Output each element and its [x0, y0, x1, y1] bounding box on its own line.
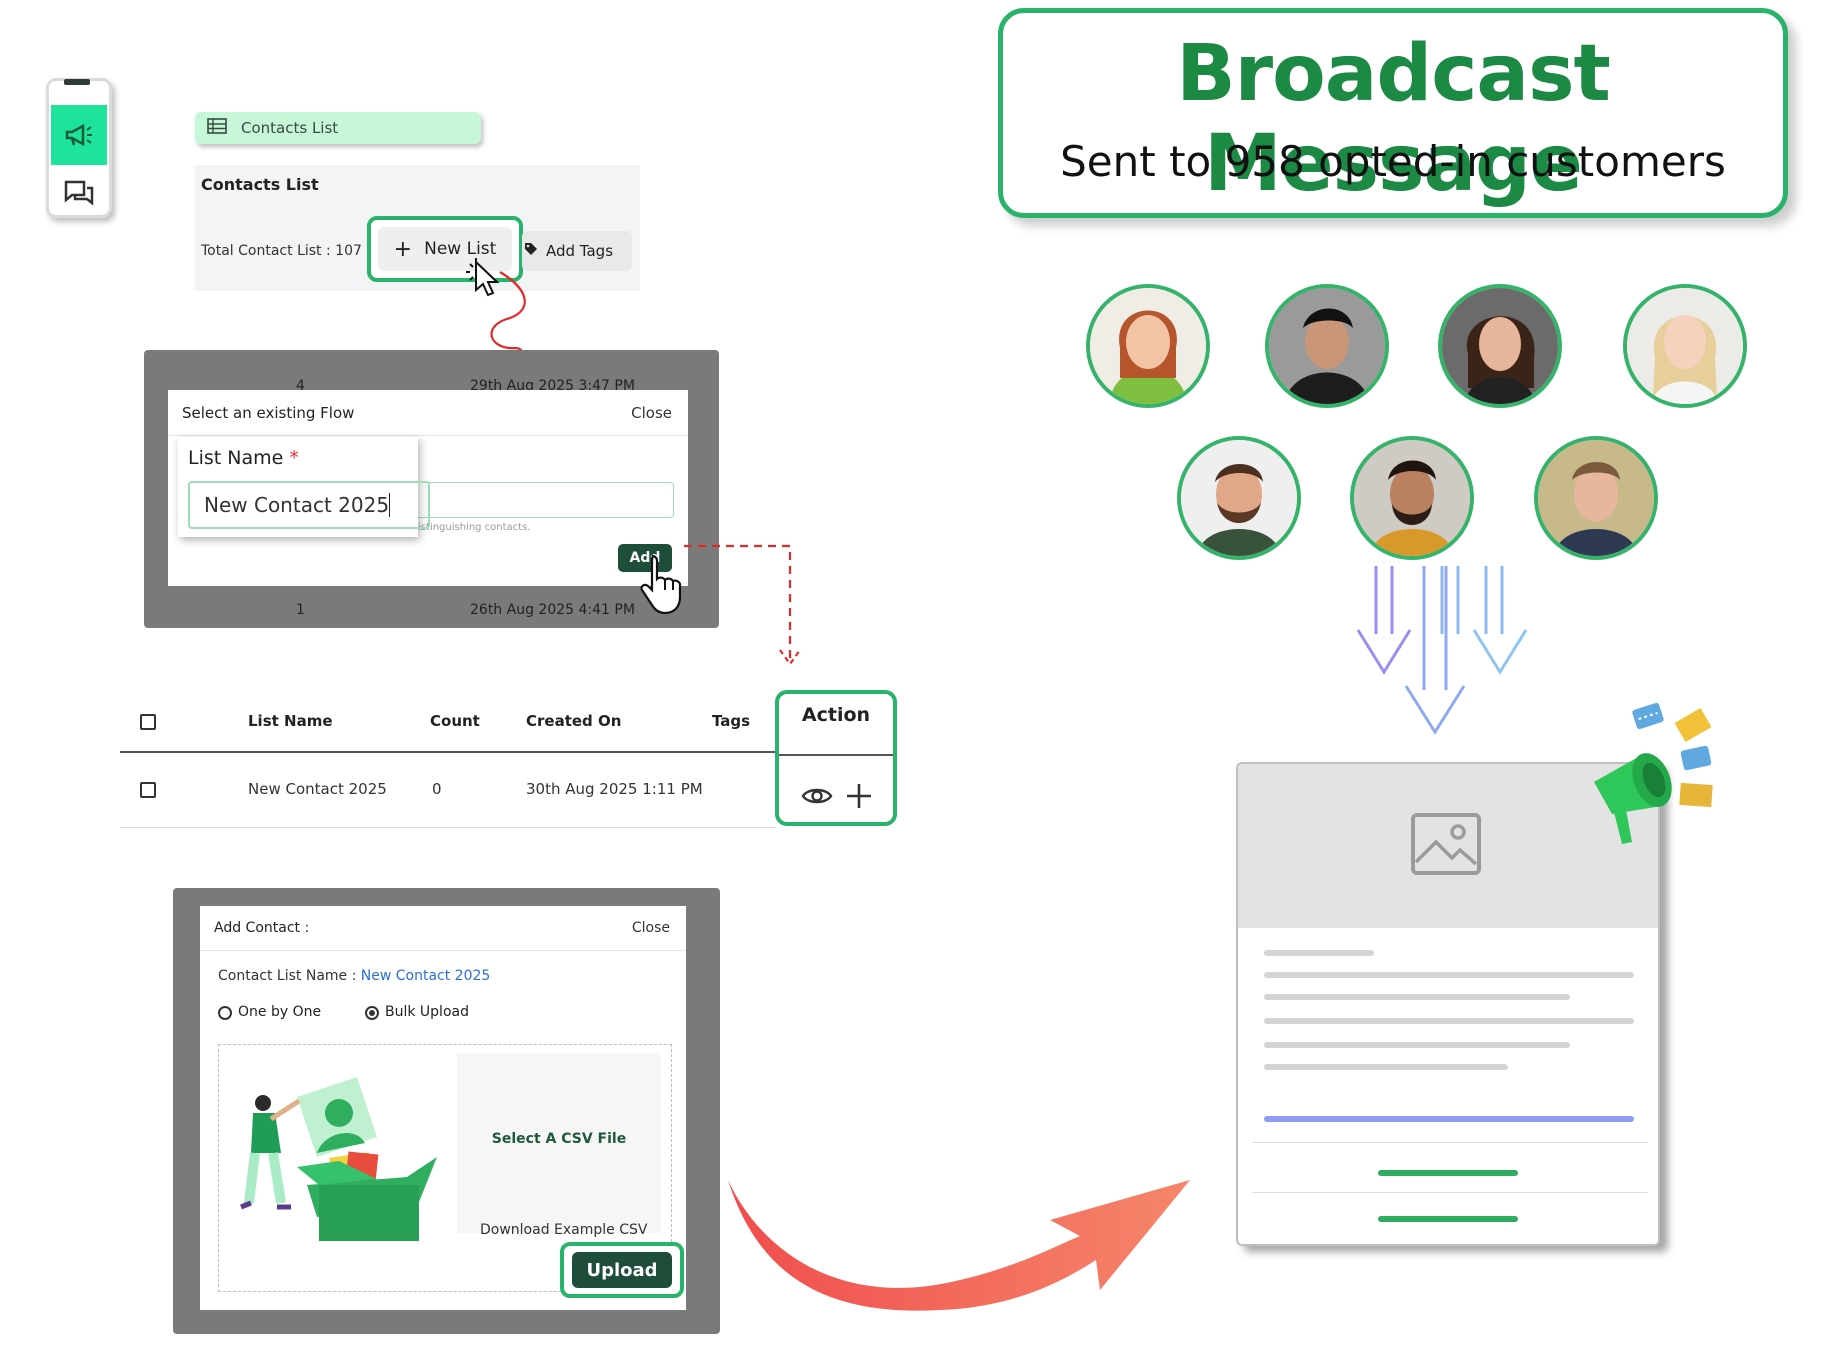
- text-line: [1264, 1018, 1634, 1024]
- chat-icon[interactable]: [51, 173, 107, 213]
- total-contact-count: Total Contact List : 107: [201, 243, 362, 259]
- text-line: [1264, 1064, 1508, 1070]
- contact-lists-table: List Name Count Created On Tags New Cont…: [120, 694, 776, 828]
- field-hint: istinguishing contacts.: [418, 522, 531, 533]
- button-line: [1378, 1170, 1518, 1176]
- broadcast-title: Broadcast Message: [1176, 29, 1611, 209]
- radio-bulk-upload[interactable]: [365, 1006, 379, 1020]
- add-tags-button[interactable]: Add Tags: [522, 231, 632, 271]
- button-line: [1378, 1216, 1518, 1222]
- eye-icon[interactable]: [801, 785, 833, 811]
- add-tags-label: Add Tags: [546, 242, 614, 260]
- message-preview-card: [1236, 762, 1660, 1246]
- phone-notch: [64, 79, 90, 85]
- image-placeholder: [1238, 764, 1658, 928]
- text-line: [1264, 972, 1634, 978]
- column-header: Tags: [712, 712, 751, 730]
- megaphone-icon[interactable]: [51, 105, 107, 165]
- download-example-link[interactable]: Download Example CSV: [480, 1222, 648, 1238]
- avatar: [1623, 284, 1747, 408]
- plus-icon: +: [393, 236, 413, 262]
- text-line: [1264, 994, 1570, 1000]
- megaphone-icon: [1594, 702, 1713, 844]
- row-count: 0: [432, 780, 442, 798]
- text-line: [1264, 1042, 1570, 1048]
- upload-illustration: [240, 1077, 437, 1241]
- select-csv-label: Select A CSV File: [491, 1131, 627, 1147]
- down-arrows: [1356, 566, 1528, 735]
- avatar: [1265, 284, 1389, 408]
- new-list-button[interactable]: + New List: [367, 216, 523, 282]
- hand-cursor-icon: [640, 554, 682, 615]
- list-name-zoom: List Name * New Contact 2025: [178, 437, 430, 537]
- image-icon: [1411, 813, 1481, 875]
- select-csv-box[interactable]: Select A CSV File: [457, 1053, 661, 1233]
- close-button[interactable]: Close: [631, 404, 672, 422]
- broadcast-subtitle: Sent to 958 opted-in customers: [1060, 137, 1726, 186]
- modal-header: Add Contact :: [214, 920, 310, 936]
- header-divider: [120, 751, 776, 753]
- avatar: [1438, 284, 1562, 408]
- broadcast-card: Broadcast Message Sent to 958 opted-in c…: [998, 8, 1788, 218]
- list-name-input[interactable]: New Contact 2025: [188, 481, 430, 529]
- sidebar-phone: [46, 78, 112, 218]
- column-header: Action: [801, 704, 871, 726]
- row-list-name: New Contact 2025: [248, 780, 387, 798]
- contacts-list-header-label: Contacts List: [241, 119, 339, 137]
- radio-one-by-one[interactable]: [218, 1006, 232, 1020]
- divider: [1252, 1142, 1648, 1143]
- close-button[interactable]: Close: [631, 920, 670, 936]
- bg-row-date: 26th Aug 2025 4:41 PM: [470, 602, 635, 618]
- upload-button[interactable]: Upload: [572, 1252, 672, 1288]
- click-cursor-icon: [466, 258, 500, 297]
- divider: [168, 435, 688, 436]
- csv-drop-zone[interactable]: Select A CSV File: [218, 1044, 672, 1292]
- action-column: Action: [775, 690, 897, 826]
- swoosh-arrow: [728, 1180, 1190, 1311]
- row-divider: [120, 827, 776, 828]
- table-icon: [207, 118, 227, 138]
- column-header: Count: [430, 712, 480, 730]
- link-line: [1264, 1116, 1634, 1122]
- contacts-list-header[interactable]: Contacts List: [195, 112, 481, 144]
- new-list-label: New List: [424, 239, 497, 259]
- tag-icon: [524, 242, 538, 260]
- bg-row-number: 4: [296, 378, 305, 394]
- text-line: [1264, 950, 1374, 956]
- avatar: [1177, 436, 1301, 560]
- modal-header: Select an existing Flow: [182, 404, 355, 422]
- upload-button-frame: Upload: [560, 1242, 684, 1298]
- divider: [200, 950, 686, 951]
- avatar: [1534, 436, 1658, 560]
- column-header: List Name: [248, 712, 333, 730]
- contact-list-name: Contact List Name : New Contact 2025: [218, 968, 491, 984]
- panel-title: Contacts List: [201, 175, 319, 194]
- select-all-checkbox[interactable]: [140, 714, 156, 730]
- flow-arrow-dashed: [684, 544, 801, 666]
- avatar: [1086, 284, 1210, 408]
- radio-label: Bulk Upload: [385, 1004, 469, 1020]
- plus-icon[interactable]: [845, 782, 873, 814]
- radio-label: One by One: [238, 1004, 322, 1020]
- column-header: Created On: [526, 712, 622, 730]
- avatar: [1350, 436, 1474, 560]
- header-divider: [779, 754, 893, 756]
- row-checkbox[interactable]: [140, 782, 156, 798]
- divider: [1252, 1192, 1648, 1193]
- bg-row-number: 1: [296, 602, 305, 618]
- add-button[interactable]: Add: [618, 544, 672, 572]
- row-created-on: 30th Aug 2025 1:11 PM: [526, 780, 703, 798]
- list-name-label: List Name *: [188, 447, 299, 469]
